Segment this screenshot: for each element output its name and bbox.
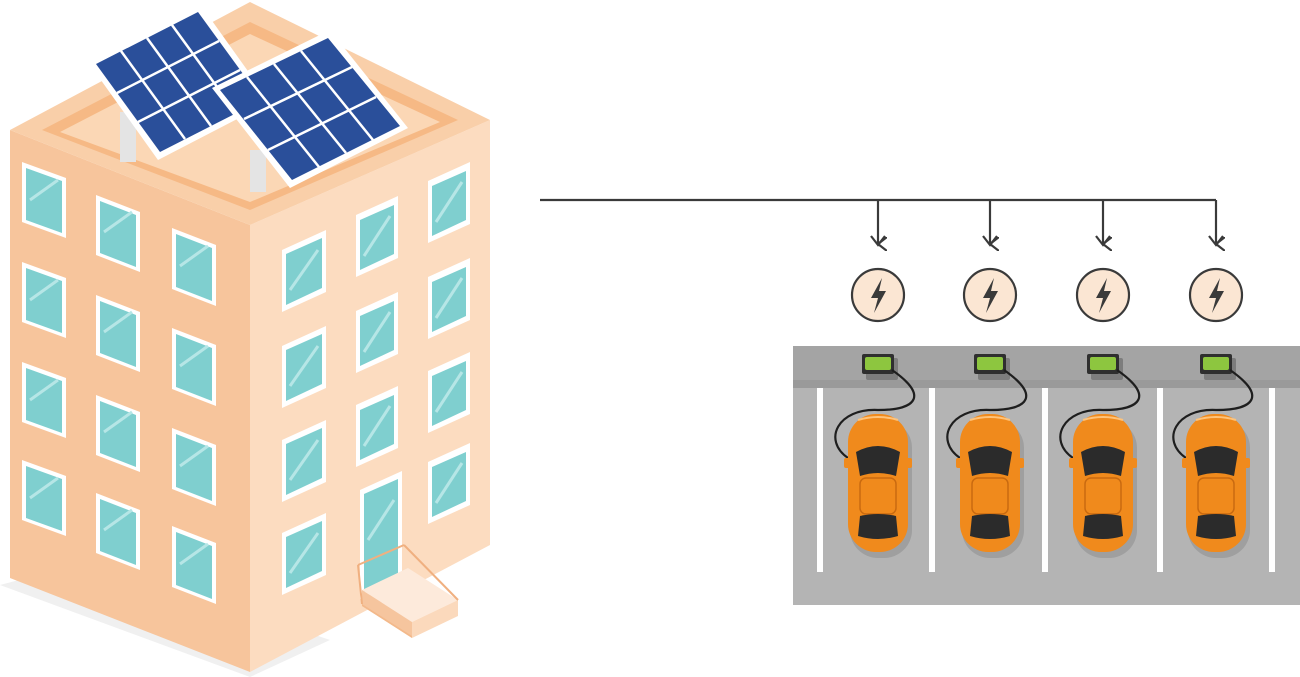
window [356,292,398,373]
charging-cable [1172,369,1254,459]
lightning-bolt-icon [850,267,906,323]
window [428,258,470,339]
window [96,295,140,372]
ev-charger-icon [862,354,898,380]
window [172,526,216,604]
arrow-head [982,235,998,247]
charging-cable [946,369,1028,459]
lightning-bolt-icon [1075,267,1131,323]
solar-panel-icon [88,4,270,160]
arrow-head [870,235,886,247]
window [356,386,398,467]
window [356,196,398,277]
window [428,162,470,243]
window [96,493,140,570]
window [282,420,326,502]
car-top-view-icon [1069,414,1137,558]
ev-charger-icon [1087,354,1123,380]
window [172,328,216,406]
window [22,362,66,438]
car-top-view-icon [1182,414,1250,558]
parking-bay-line [1042,388,1048,572]
window [96,395,140,472]
parked-cars [834,354,1254,558]
parking-bay-line [1269,388,1275,572]
window [282,326,326,408]
solar-support [250,150,266,192]
entrance-door [360,471,402,599]
charging-stations [850,200,1244,323]
right-wall-windows [282,162,470,638]
charging-cable [1059,369,1141,459]
building [0,2,490,677]
car-top-view-icon [956,414,1024,558]
parking-bay-line [817,388,823,572]
window [96,195,140,272]
window [282,513,326,595]
solar-panel-icon [212,30,408,188]
parking-curb-edge [793,380,1300,388]
left-wall-windows [22,162,216,604]
arrow-head [1095,235,1111,247]
solar-support [120,112,136,162]
window [22,460,66,536]
parking-bay-line [1157,388,1163,572]
arrow-head [1208,235,1224,247]
solar-array [88,4,408,192]
car-top-view-icon [844,414,912,558]
ev-charger-icon [974,354,1010,380]
parking-bay-line [929,388,935,572]
window [172,228,216,306]
window [22,262,66,338]
entrance-steps [357,544,459,638]
window [22,162,66,238]
window [428,352,470,433]
window [282,230,326,312]
lightning-bolt-icon [1188,267,1244,323]
window [172,428,216,506]
lightning-bolt-icon [962,267,1018,323]
window [428,443,470,524]
charging-cable [834,369,916,459]
ev-charger-icon [1200,354,1236,380]
